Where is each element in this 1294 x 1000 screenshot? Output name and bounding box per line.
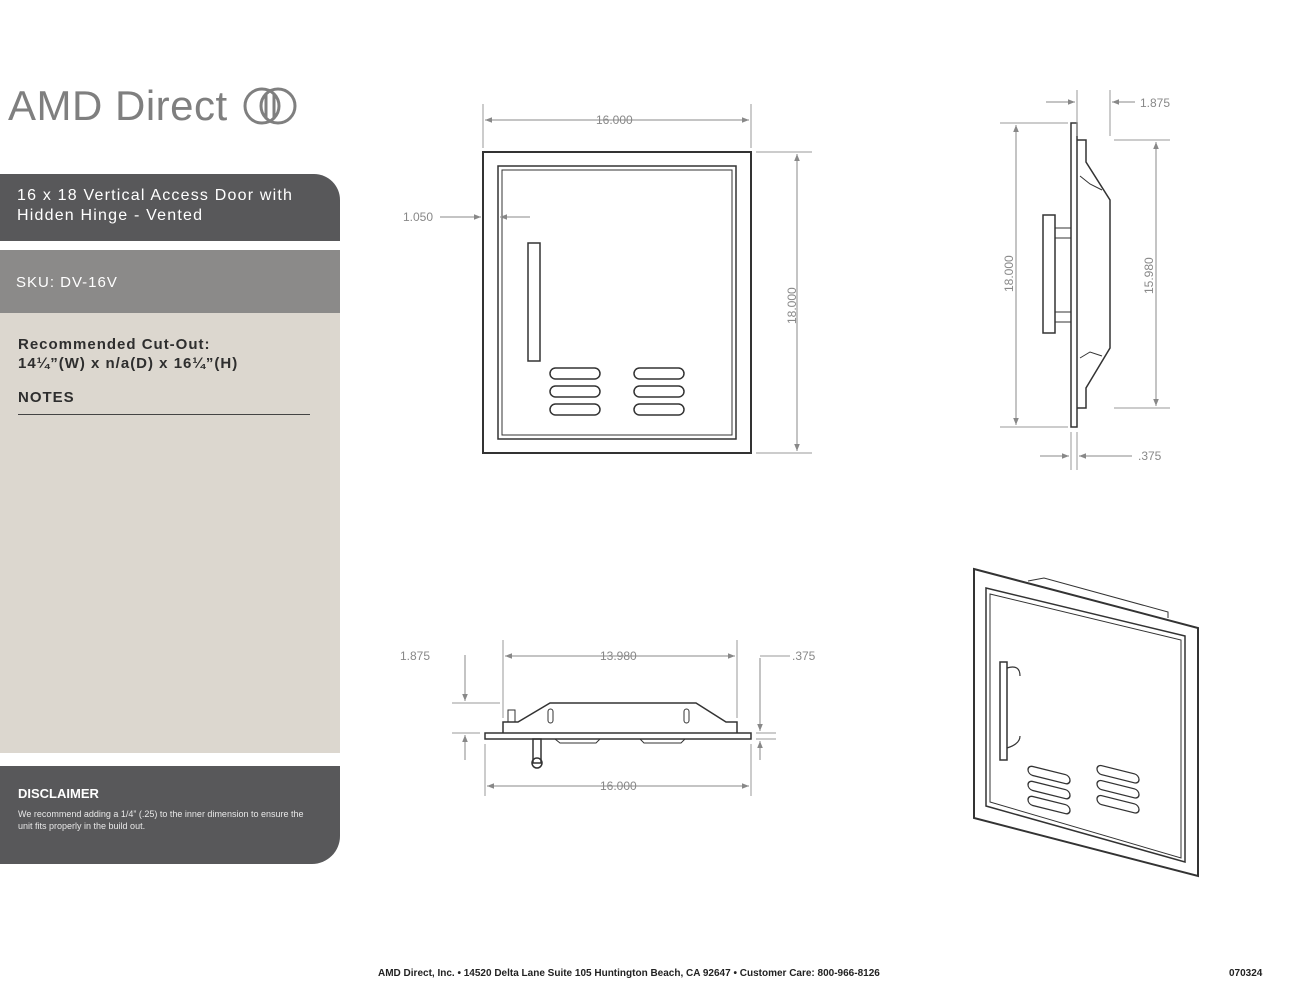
side-inner-height-dim: 15.980	[1142, 257, 1156, 294]
isometric-view-drawing	[973, 567, 1199, 878]
cutout-value: 14¼”(W) x n/a(D) x 16¼”(H)	[18, 355, 239, 372]
side-flange-dim: .375	[1138, 449, 1162, 463]
brand-logo: AMD Direct	[8, 80, 298, 132]
sku-label: SKU: DV-16V	[16, 274, 118, 291]
product-title-panel: 16 x 18 Vertical Access Door with Hidden…	[0, 174, 340, 241]
top-width-dim: 16.000	[600, 779, 637, 793]
sku-panel: SKU: DV-16V	[0, 250, 340, 313]
top-flange-dim: .375	[792, 649, 816, 663]
front-inset-dim: 1.050	[403, 210, 433, 224]
side-depth-dim: 1.875	[1140, 96, 1170, 110]
side-view-drawing	[1000, 90, 1170, 470]
notes-heading: NOTES	[18, 389, 75, 406]
front-width-dim: 16.000	[596, 113, 633, 127]
side-height-dim: 18.000	[1002, 255, 1016, 292]
front-view-drawing	[440, 104, 812, 454]
notes-panel: Recommended Cut-Out: 14¼”(W) x n/a(D) x …	[0, 313, 340, 753]
logo-text: AMD Direct	[8, 82, 228, 129]
disclaimer-text: We recommend adding a 1/4” (.25) to the …	[18, 809, 304, 831]
notes-divider	[18, 414, 310, 415]
disclaimer-panel: DISCLAIMER We recommend adding a 1/4” (.…	[0, 766, 340, 864]
front-height-dim: 18.000	[785, 287, 799, 324]
top-view-drawing	[452, 640, 790, 796]
disclaimer-heading: DISCLAIMER	[18, 786, 99, 801]
cutout-label: Recommended Cut-Out:	[18, 336, 211, 353]
product-title: 16 x 18 Vertical Access Door with Hidden…	[17, 187, 294, 224]
top-depth-dim: 1.875	[400, 649, 430, 663]
document-code: 070324	[1229, 968, 1263, 979]
amd-rings-icon	[243, 87, 297, 125]
top-inner-width-dim: 13.980	[600, 649, 637, 663]
footer-address: AMD Direct, Inc. • 14520 Delta Lane Suit…	[378, 968, 880, 979]
